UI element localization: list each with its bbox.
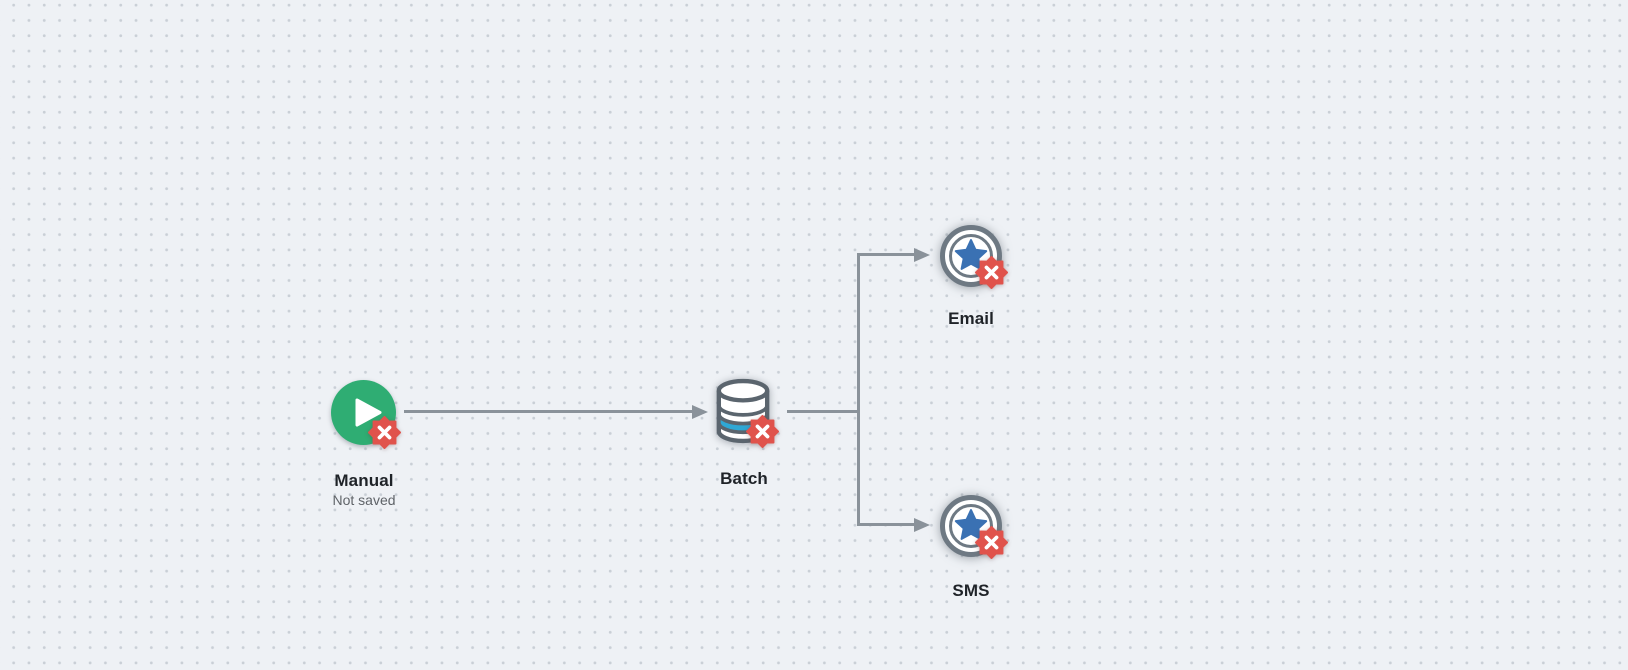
node-label-sms: SMS <box>952 581 990 600</box>
edge-line <box>787 410 858 413</box>
edge-line <box>404 410 693 413</box>
node-manual-trigger[interactable] <box>331 380 401 449</box>
arrowhead-icon <box>914 518 930 532</box>
node-batch[interactable] <box>714 378 779 448</box>
error-x-badge-icon[interactable] <box>975 526 1008 559</box>
arrowhead-icon <box>692 405 708 419</box>
edge-line <box>858 523 915 526</box>
edge-line <box>858 253 915 256</box>
node-label-batch: Batch <box>720 469 768 488</box>
database-icon <box>716 378 770 444</box>
node-status-manual: Not saved <box>332 492 396 508</box>
node-label-email: Email <box>948 309 994 328</box>
error-x-badge-icon[interactable] <box>746 415 779 448</box>
arrowhead-icon <box>914 248 930 262</box>
node-email[interactable] <box>939 224 1008 289</box>
error-x-badge-icon[interactable] <box>368 416 401 449</box>
error-x-badge-icon[interactable] <box>975 256 1008 289</box>
node-sms[interactable] <box>939 494 1008 559</box>
branch-vertical-line <box>857 253 860 526</box>
node-label-manual: Manual <box>334 471 394 490</box>
